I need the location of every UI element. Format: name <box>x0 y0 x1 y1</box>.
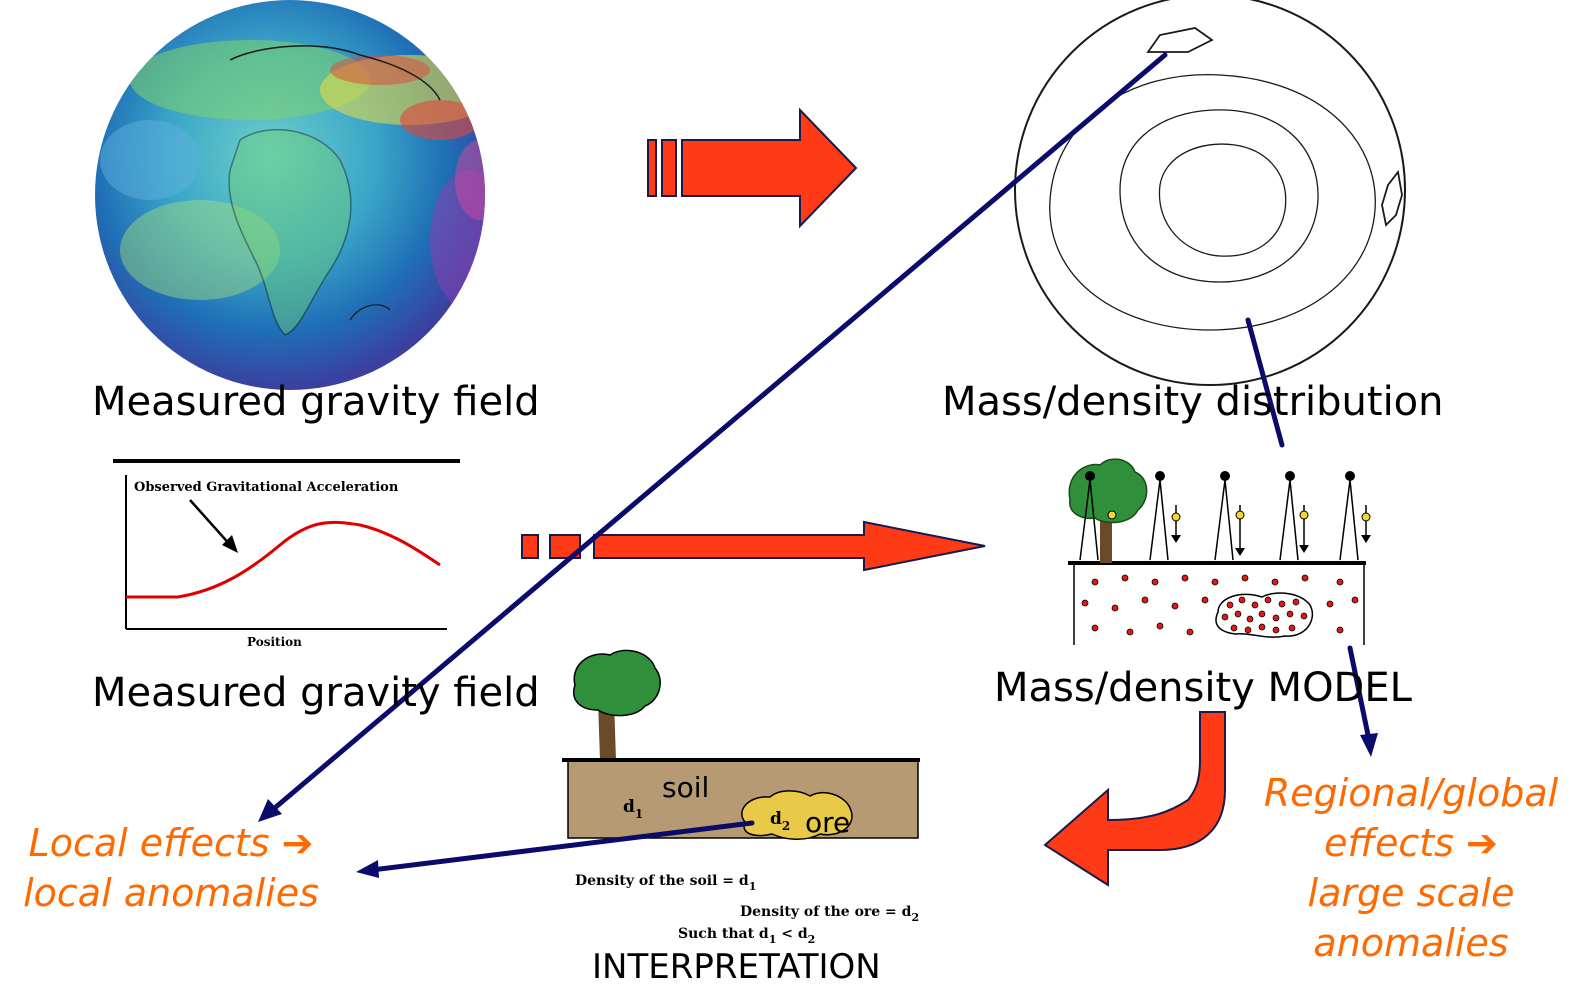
graph-xlabel: Position <box>247 635 302 649</box>
svg-text:Such that d1 < d2: Such that d1 < d2 <box>678 926 815 946</box>
regional-effects-line1: Regional/global <box>1263 771 1559 815</box>
local-effects-line1: Local effects ➔ <box>28 821 314 865</box>
local-effects-text: Local effects ➔ local anomalies <box>6 818 336 918</box>
density-ore-sub: 2 <box>911 911 919 924</box>
regional-effects-text: Regional/global effects ➔ large scale an… <box>1256 768 1566 968</box>
navy-arrowheads <box>258 733 1378 878</box>
local-effects-line2: local anomalies <box>23 871 319 915</box>
ore-label: ore <box>805 806 850 839</box>
density-soil-sub: 1 <box>749 880 757 893</box>
density-model-panel <box>1068 458 1371 645</box>
svg-text:d1: d1 <box>623 797 643 821</box>
regional-effects-line3: large scale <box>1307 871 1515 915</box>
density-soil-text: Density of the soil = d <box>575 873 749 889</box>
svg-text:d2: d2 <box>770 809 790 833</box>
d1-sub: 1 <box>635 807 643 821</box>
soil-ore-panel: soil d1 d2 ore Density of the soil = d1 … <box>562 649 920 946</box>
regional-effects-line4: anomalies <box>1313 921 1509 965</box>
such-that-sub1: 1 <box>769 933 777 946</box>
measured-gravity-field-top-label: Measured gravity field <box>92 379 540 425</box>
such-that-text: Such that d <box>678 926 769 942</box>
mass-density-distribution-label: Mass/density distribution <box>942 379 1444 425</box>
mass-density-model-label: Mass/density MODEL <box>994 665 1412 711</box>
gravity-globe <box>95 0 485 390</box>
middle-red-arrow <box>521 520 986 572</box>
top-red-arrow <box>647 107 858 229</box>
measured-gravity-field-bottom-label: Measured gravity field <box>92 670 540 716</box>
d2-label: d <box>770 809 782 829</box>
regional-effects-line2: effects ➔ <box>1324 821 1498 865</box>
curved-red-arrow <box>1043 711 1226 887</box>
mass-distribution-circle <box>1014 0 1406 386</box>
gravity-graph: Observed Gravitational Acceleration Posi… <box>113 459 460 649</box>
svg-text:Density of the ore = d2: Density of the ore = d2 <box>740 904 919 924</box>
soil-label: soil <box>662 771 709 804</box>
d2-sub: 2 <box>782 819 790 833</box>
graph-title: Observed Gravitational Acceleration <box>134 480 399 495</box>
interpretation-label: INTERPRETATION <box>592 947 881 987</box>
such-that-sub2: 2 <box>808 933 816 946</box>
d1-label: d <box>623 797 635 817</box>
navy-connector-lines <box>267 52 1371 873</box>
such-that-lt: < d <box>776 926 807 942</box>
density-ore-text: Density of the ore = d <box>740 904 912 920</box>
svg-text:Density of the soil = d1: Density of the soil = d1 <box>575 873 756 893</box>
